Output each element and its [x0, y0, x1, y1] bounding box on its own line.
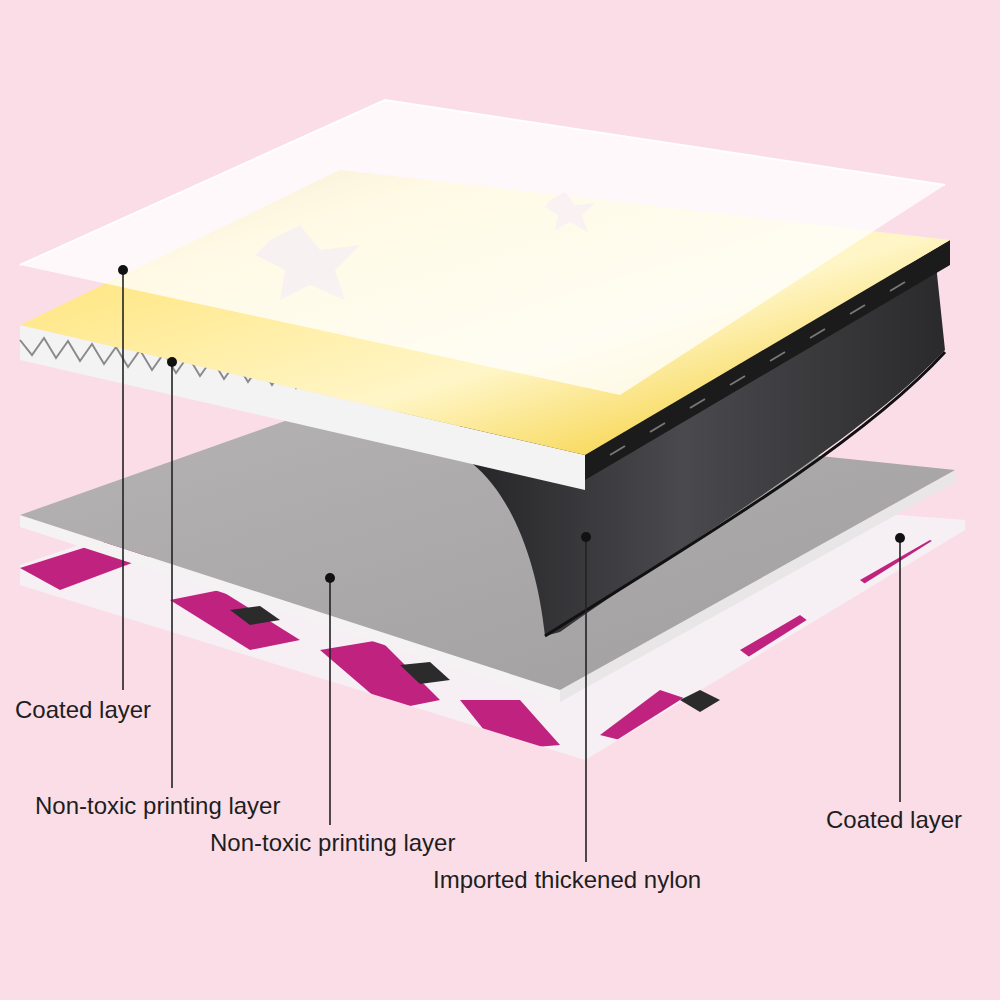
layer-label: Non-toxic printing layer: [210, 829, 455, 857]
layer-label: Imported thickened nylon: [433, 866, 701, 894]
layer-label: Coated layer: [15, 696, 151, 724]
layer-label: Non-toxic printing layer: [35, 792, 280, 820]
layer-label: Coated layer: [826, 806, 962, 834]
